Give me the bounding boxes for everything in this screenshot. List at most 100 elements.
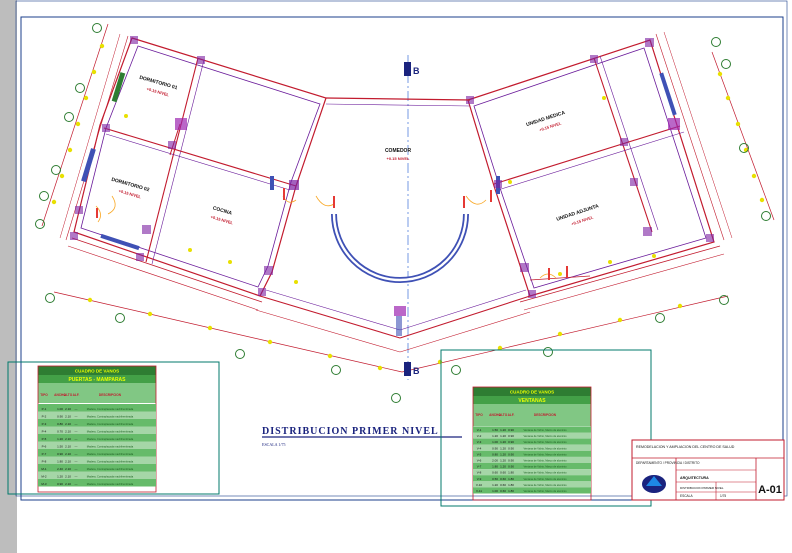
table-cell: 0.80 [57,422,63,426]
table-cell: 0.60 [492,471,498,475]
cut-label-bottom: B [413,366,420,376]
table-row [38,479,156,487]
table-cell: 2.10 [65,460,71,464]
table-cell: P-4 [42,430,47,434]
table-cell: 0.90 [508,428,514,432]
table-cell: --- [75,422,78,426]
table-cell: V-2 [477,434,482,438]
table-cell: 2.10 [65,452,71,456]
table-cell: Ventana de Vidrio, Marco de aluminio [523,489,567,493]
table-cell: 1.80 [508,489,514,493]
table-cell: 2.10 [65,475,71,479]
table-cell: --- [75,437,78,441]
table-cell: Madera, Contraplacada machihembrada [87,422,134,426]
table-cell: 1.80 [508,471,514,475]
table-cell: 1.20 [500,452,506,456]
table-cell: 0.60 [500,471,506,475]
table-row [38,441,156,449]
table-row [473,481,591,488]
table-cell: 0.90 [508,459,514,463]
table-cell: 1.20 [57,475,63,479]
table-row [38,471,156,479]
room-name-comedor: COMEDOR [385,148,412,154]
table-row [38,434,156,442]
table-cell: V-3 [477,440,482,444]
section-cut-bottom: B [404,362,420,376]
table-cell: 2.40 [57,467,63,471]
table-header-cell: ALTO [64,393,73,397]
table-cell: Madera, Contraplacada machihembrada [87,475,134,479]
table-header-cell: ALTO [499,413,508,417]
table-row [473,469,591,476]
table-cell: 0.90 [57,452,63,456]
table-cell: 1.50 [492,428,498,432]
table-cell: V-1 [477,428,482,432]
windows-table-subtitle: VENTANAS [518,398,546,404]
table-cell: V-11 [476,489,482,493]
project-name: REMODELACION Y AMPLIACION DEL CENTRO DE … [636,445,735,449]
right-wing [466,31,733,311]
table-cell: Madera, Contraplacada machihembrada [87,445,134,449]
table-cell: 0.60 [500,477,506,481]
table-cell: 0.80 [492,452,498,456]
viewport-frame [15,0,788,497]
table-cell: V-5 [477,452,482,456]
table-cell: 1.20 [500,446,506,450]
table-cell: Ventana de Vidrio, Marco de aluminio [523,434,567,438]
table-cell: --- [75,407,78,411]
table-cell: 0.90 [508,446,514,450]
table-cell: M-3 [41,482,46,486]
table-cell: Ventana de Vidrio, Marco de aluminio [523,452,567,456]
table-cell: --- [75,415,78,419]
table-cell: 2.10 [65,445,71,449]
table-cell: 1.20 [500,440,506,444]
table-cell: --- [75,445,78,449]
table-cell: --- [75,475,78,479]
dimension-ticks [51,43,765,371]
table-row [473,450,591,457]
table-cell: 2.10 [65,415,71,419]
table-cell: 0.50 [492,477,498,481]
table-row [473,456,591,463]
table-cell: Madera, Contraplacada machihembrada [87,482,134,486]
table-header-cell: ANCHO [54,393,66,397]
table-cell: V-8 [477,471,482,475]
room-labels: DORMITORIO 01 +0.15 NIVEL DORMITORIO 02 … [111,75,600,227]
table-cell: --- [75,430,78,434]
table-cell: 0.90 [508,434,514,438]
table-cell: M-2 [41,475,46,479]
table-cell: M-1 [41,467,46,471]
table-cell: 1.00 [492,440,498,444]
table-row [38,404,156,412]
section-cut-top: B [404,62,420,76]
table-cell: 0.60 [500,489,506,493]
table-row [38,456,156,464]
table-row [38,419,156,427]
table-cell: 1.20 [492,434,498,438]
room-level-dormitorio-01: +0.15 NIVEL [146,86,170,97]
table-cell: V-6 [477,459,482,463]
table-cell: Madera, Contraplacada machihembrada [87,467,134,471]
table-cell: 2.10 [65,437,71,441]
level-markers [96,188,568,280]
room-level-dormitorio-02: +0.15 NIVEL [118,188,142,199]
table-cell: V-4 [477,446,482,450]
table-cell: V-10 [476,483,483,487]
central-hall [95,97,557,353]
title-block: REMODELACION Y AMPLIACION DEL CENTRO DE … [631,439,785,501]
project-location: DEPARTAMENTO / PROVINCIA / DISTRITO [636,461,700,465]
table-cell: Ventana de Vidrio, Marco de aluminio [523,471,567,475]
room-level-comedor: +0.15 NIVEL [386,156,410,161]
plan-title-block: DISTRIBUCION PRIMER NIVEL ESCALA 1/75 [262,426,462,447]
table-cell: V-9 [477,477,482,481]
table-cell: Madera, Contraplacada machihembrada [87,407,134,411]
table-cell: 1.20 [500,428,506,432]
table-cell: 0.90 [508,465,514,469]
table-row [38,449,156,457]
reception-counter [331,213,469,283]
table-cell: 1.20 [500,434,506,438]
scale-label: ESCALA [680,494,693,498]
table-cell: --- [75,467,78,471]
